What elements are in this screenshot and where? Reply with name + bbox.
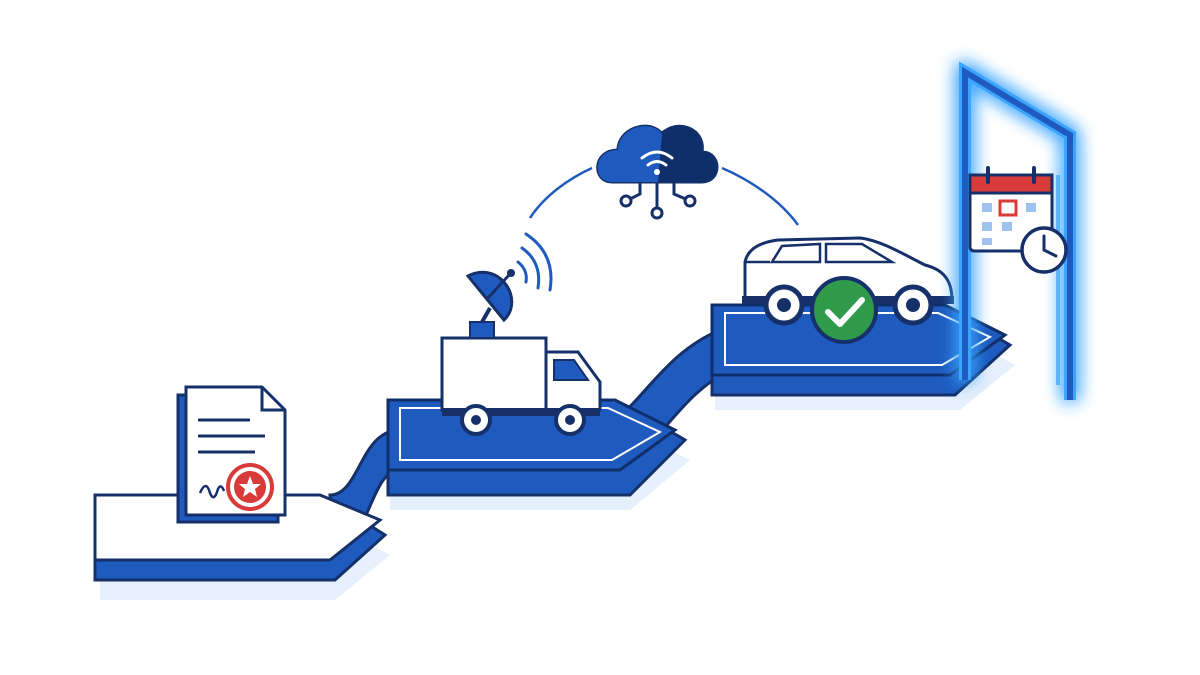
truck-icon (440, 336, 602, 436)
platform-stage-2 (386, 398, 690, 510)
cloud-network-icon (596, 124, 719, 220)
calendar-clock-icon (968, 166, 1068, 274)
platform-stage-1 (93, 493, 390, 600)
connection-arc (528, 166, 800, 226)
satellite-dish-icon (465, 232, 553, 339)
certificate-document-icon (176, 385, 287, 524)
checkmark-badge-icon (810, 276, 878, 344)
glowing-doorway-icon (959, 61, 1076, 400)
platform-stage-3 (710, 303, 1015, 410)
